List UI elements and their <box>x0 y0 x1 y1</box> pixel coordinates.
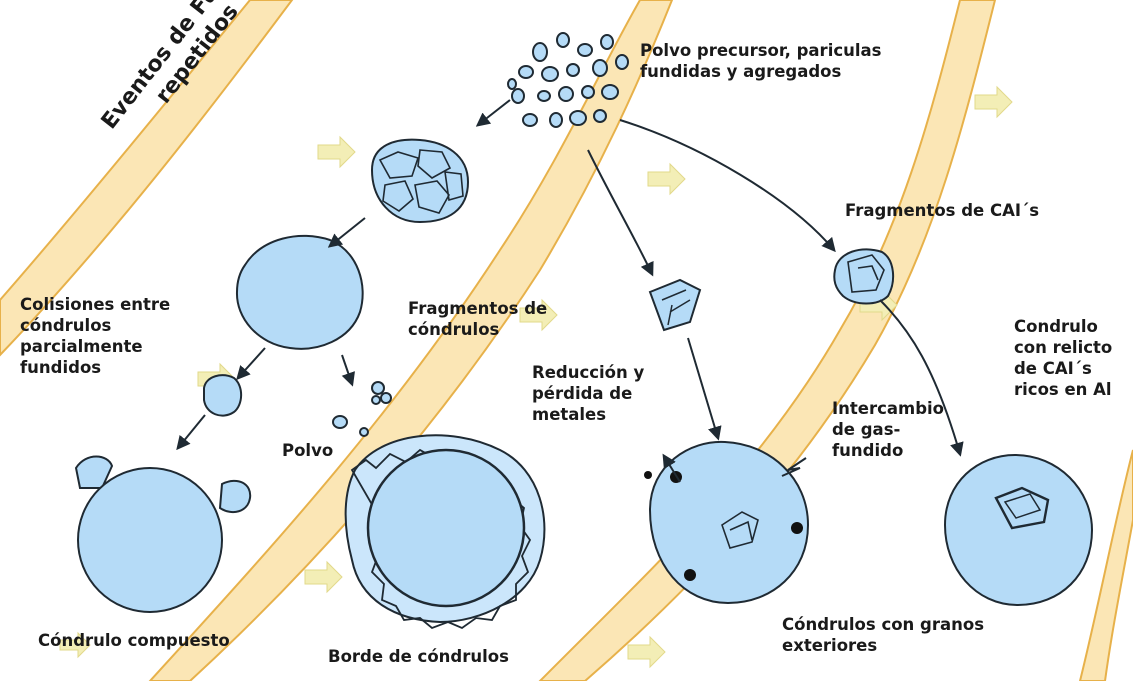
arrow <box>587 149 654 277</box>
label-dust: Polvo <box>282 441 334 460</box>
label-gas-melt-exchange: Intercambio de gas- fundido <box>832 399 945 460</box>
dust-grains <box>332 381 392 437</box>
arrow <box>327 217 366 248</box>
flow-arrow-icon <box>519 298 558 332</box>
gas-exchange-arrow <box>781 457 807 477</box>
arrow <box>619 119 836 253</box>
label-chondrule-rim: Borde de cóndrulos <box>328 647 509 666</box>
rimmed-chondrule <box>344 434 546 630</box>
label-exterior-grains: Cóndrulos con granos exteriores <box>782 615 985 655</box>
heating-band-1 <box>0 0 294 357</box>
small-chondrule-fragment <box>203 374 243 417</box>
flow-arrow-icon <box>317 135 356 169</box>
flow-arrow-icon <box>627 635 666 669</box>
label-cai-fragments: Fragmentos de CAI´s <box>845 201 1040 220</box>
flow-arrow-icon <box>647 162 686 196</box>
chondrule-exterior-grains <box>644 440 810 605</box>
label-chondrule-fragments: Fragmentos de cóndrulos <box>408 299 548 339</box>
arrow <box>236 347 266 381</box>
metal-grain <box>684 569 696 581</box>
flow-arrow-icon <box>304 560 343 594</box>
arrow <box>341 354 355 387</box>
process-arrows <box>176 99 964 483</box>
chondrule-fragment <box>648 278 702 332</box>
molten-chondrule <box>235 234 364 350</box>
heating-band-4 <box>1078 449 1133 681</box>
metal-grain <box>791 522 803 534</box>
label-metal-reduction: Reducción y pérdida de metales <box>532 363 645 424</box>
arrow <box>879 299 964 457</box>
label-precursor-dust: Polvo precursor, pariculas fundidas y ag… <box>640 41 882 81</box>
arrow <box>662 453 681 483</box>
cai-fragment <box>833 248 895 305</box>
chondrule-with-relict <box>943 453 1094 607</box>
metal-grain <box>644 471 652 479</box>
arrow <box>687 337 722 441</box>
arrow <box>176 414 206 451</box>
aggregate-cluster <box>370 138 470 224</box>
label-collisions: Colisiones entre cóndrulos parcialmente … <box>20 295 171 377</box>
label-compound-chondrule: Cóndrulo compuesto <box>38 631 230 650</box>
precursor-dust-cluster <box>507 32 629 128</box>
compound-chondrule <box>74 455 252 613</box>
flow-arrow-icon <box>59 631 91 659</box>
label-cai-relict: Condrulo con relicto de CAI´s ricos en A… <box>1014 317 1113 399</box>
flow-arrow-icon <box>974 85 1013 119</box>
arrow <box>475 99 511 127</box>
